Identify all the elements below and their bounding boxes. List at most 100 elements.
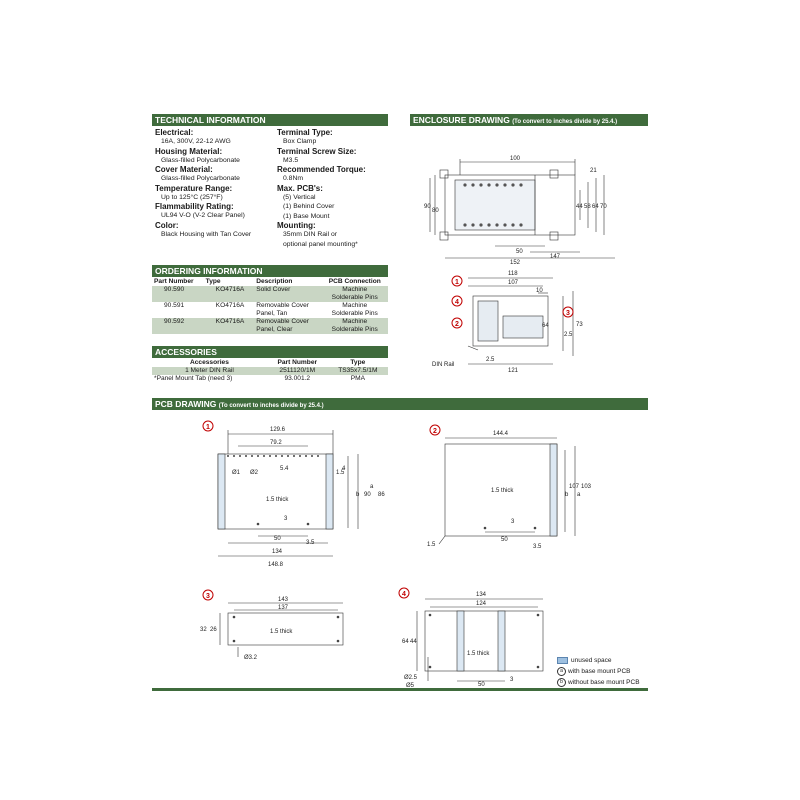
pcb2-number: 2	[433, 428, 437, 435]
dim-121: 121	[508, 368, 519, 374]
pcb-drawing-4: 4 134 124 64 44 1.5 thick Ø2.5 Ø5 50 3	[398, 587, 544, 689]
acc-type: TS35x7.5/1M	[327, 367, 388, 375]
description-line: Panel, Clear	[256, 326, 293, 333]
dim-118: 118	[508, 271, 518, 277]
accessories-header: ACCESSORIES	[152, 346, 388, 358]
pcb4-d3: 3	[510, 677, 514, 683]
legend-a-label: with base mount PCB	[568, 668, 631, 675]
dim-50: 50	[516, 249, 523, 255]
description-line: Panel, Tan	[256, 310, 288, 317]
dim-90: 90	[424, 204, 431, 210]
table-row: *Panel Mount Tab (need 3) 93.001.2 PMA	[152, 375, 388, 383]
pcb1-d35: 3.5	[306, 540, 315, 546]
pcb2-a103: 103	[581, 484, 592, 490]
pcb4-thick: 1.5 thick	[467, 651, 490, 657]
pcb1-d3: 3	[284, 516, 288, 522]
pcb4-d50: 50	[478, 682, 485, 688]
pcb-connection-line: Machine	[342, 318, 368, 325]
pcb2-d15: 1.5	[427, 542, 436, 548]
pcb4-w124: 124	[476, 601, 487, 607]
dim-73: 73	[576, 322, 583, 328]
pcb1-b90: 90	[364, 492, 371, 498]
enclosure-title: ENCLOSURE DRAWING	[413, 115, 510, 125]
left-value: Glass-filled Polycarbonate	[161, 175, 240, 182]
pcb4-h44: 44	[410, 639, 417, 645]
pcb4-w134: 134	[476, 592, 487, 598]
bottom-rule	[152, 688, 648, 691]
legend-b-label: without base mount PCB	[568, 679, 640, 686]
accessories-table: Accessories Part Number Type 1 Meter DIN…	[152, 359, 388, 383]
pcb1-h4: 4	[342, 466, 346, 472]
pcb2-d3: 3	[511, 519, 515, 525]
dim-70: 70	[600, 204, 607, 210]
ordering-col-type: Type	[205, 278, 221, 285]
right-value: 0.8Nm	[283, 175, 304, 182]
right-value: 35mm DIN Rail or	[283, 231, 338, 238]
pcb1-thick: 1.5 thick	[266, 497, 289, 503]
legend-unused: unused space	[557, 655, 640, 666]
ordering-info-header: ORDERING INFORMATION	[152, 265, 388, 277]
pcb2-d35: 3.5	[533, 544, 542, 550]
ordering-col-part: Part Number	[154, 278, 194, 285]
pcb2-w144: 144.4	[493, 431, 509, 437]
dim-107: 107	[508, 280, 519, 286]
left-value: Glass-filled Polycarbonate	[161, 156, 240, 164]
b-symbol: b	[557, 677, 566, 687]
acc-col-type: Type	[350, 359, 366, 366]
right-value: optional panel mounting*	[283, 240, 358, 248]
dim-80: 80	[432, 208, 439, 214]
enclosure-top-view: 100 21 90 80 44 58 64 70 50 147 152	[424, 156, 615, 265]
right-value: Box Clamp	[283, 138, 317, 145]
pcb1-d1488: 148.8	[268, 562, 284, 568]
legend-unused-label: unused space	[571, 657, 612, 664]
pcb-connection-line: Machine	[342, 286, 368, 293]
enclosure-side-outline	[472, 295, 549, 347]
pcb4-h64: 64	[402, 639, 409, 645]
dim-2-5-right: 2.5	[564, 332, 573, 338]
dim-64: 64	[592, 204, 599, 210]
callout-4: 4	[455, 299, 459, 306]
right-value: (5) Vertical	[283, 193, 316, 201]
unused-space-swatch	[557, 656, 568, 664]
pcb2-b107: 107	[569, 484, 580, 490]
callout-3: 3	[566, 310, 570, 317]
description-line: Removable Cover	[256, 318, 309, 325]
type: KO4716A	[203, 286, 255, 302]
right-label: Terminal Type:	[277, 128, 333, 137]
right-label: Max. PCB's:	[277, 183, 323, 193]
pcb4-phi25: Ø2.5	[404, 675, 418, 681]
acc-col-part: Part Number	[277, 359, 318, 366]
pcb1-w129: 129.6	[270, 427, 286, 433]
left-value: Black Housing with Tan Cover	[161, 230, 252, 238]
pcb3-thick: 1.5 thick	[270, 629, 293, 635]
part-number: 90.590	[152, 286, 204, 302]
pcb1-phi1: Ø1	[232, 470, 241, 476]
left-label: Flammability Rating:	[155, 202, 234, 211]
pcb4-phi5: Ø5	[406, 683, 415, 689]
dim-21: 21	[590, 168, 597, 174]
dim-58: 58	[584, 204, 591, 210]
left-value: UL94 V-O (V-2 Clear Panel)	[161, 212, 245, 219]
pcb1-h15: 1.5	[336, 470, 345, 476]
pcb1-a86: 86	[378, 492, 385, 498]
pcb-title: PCB DRAWING	[155, 399, 217, 409]
description-line: Solid Cover	[256, 286, 291, 293]
type: KO4716A	[215, 302, 245, 309]
part-number: 90.591	[164, 302, 185, 309]
pcb-connection-line: Solderable Pins	[331, 326, 378, 333]
a-symbol: a	[557, 666, 566, 676]
right-value: M3.5	[283, 156, 299, 164]
right-label: Recommended Torque:	[277, 165, 366, 174]
pcb1-d54: 5.4	[280, 466, 289, 472]
pcb-drawing-header: PCB DRAWING (To convert to inches divide…	[152, 398, 648, 410]
pcb1-d50: 50	[274, 536, 281, 542]
pcb4-outline	[424, 610, 544, 672]
